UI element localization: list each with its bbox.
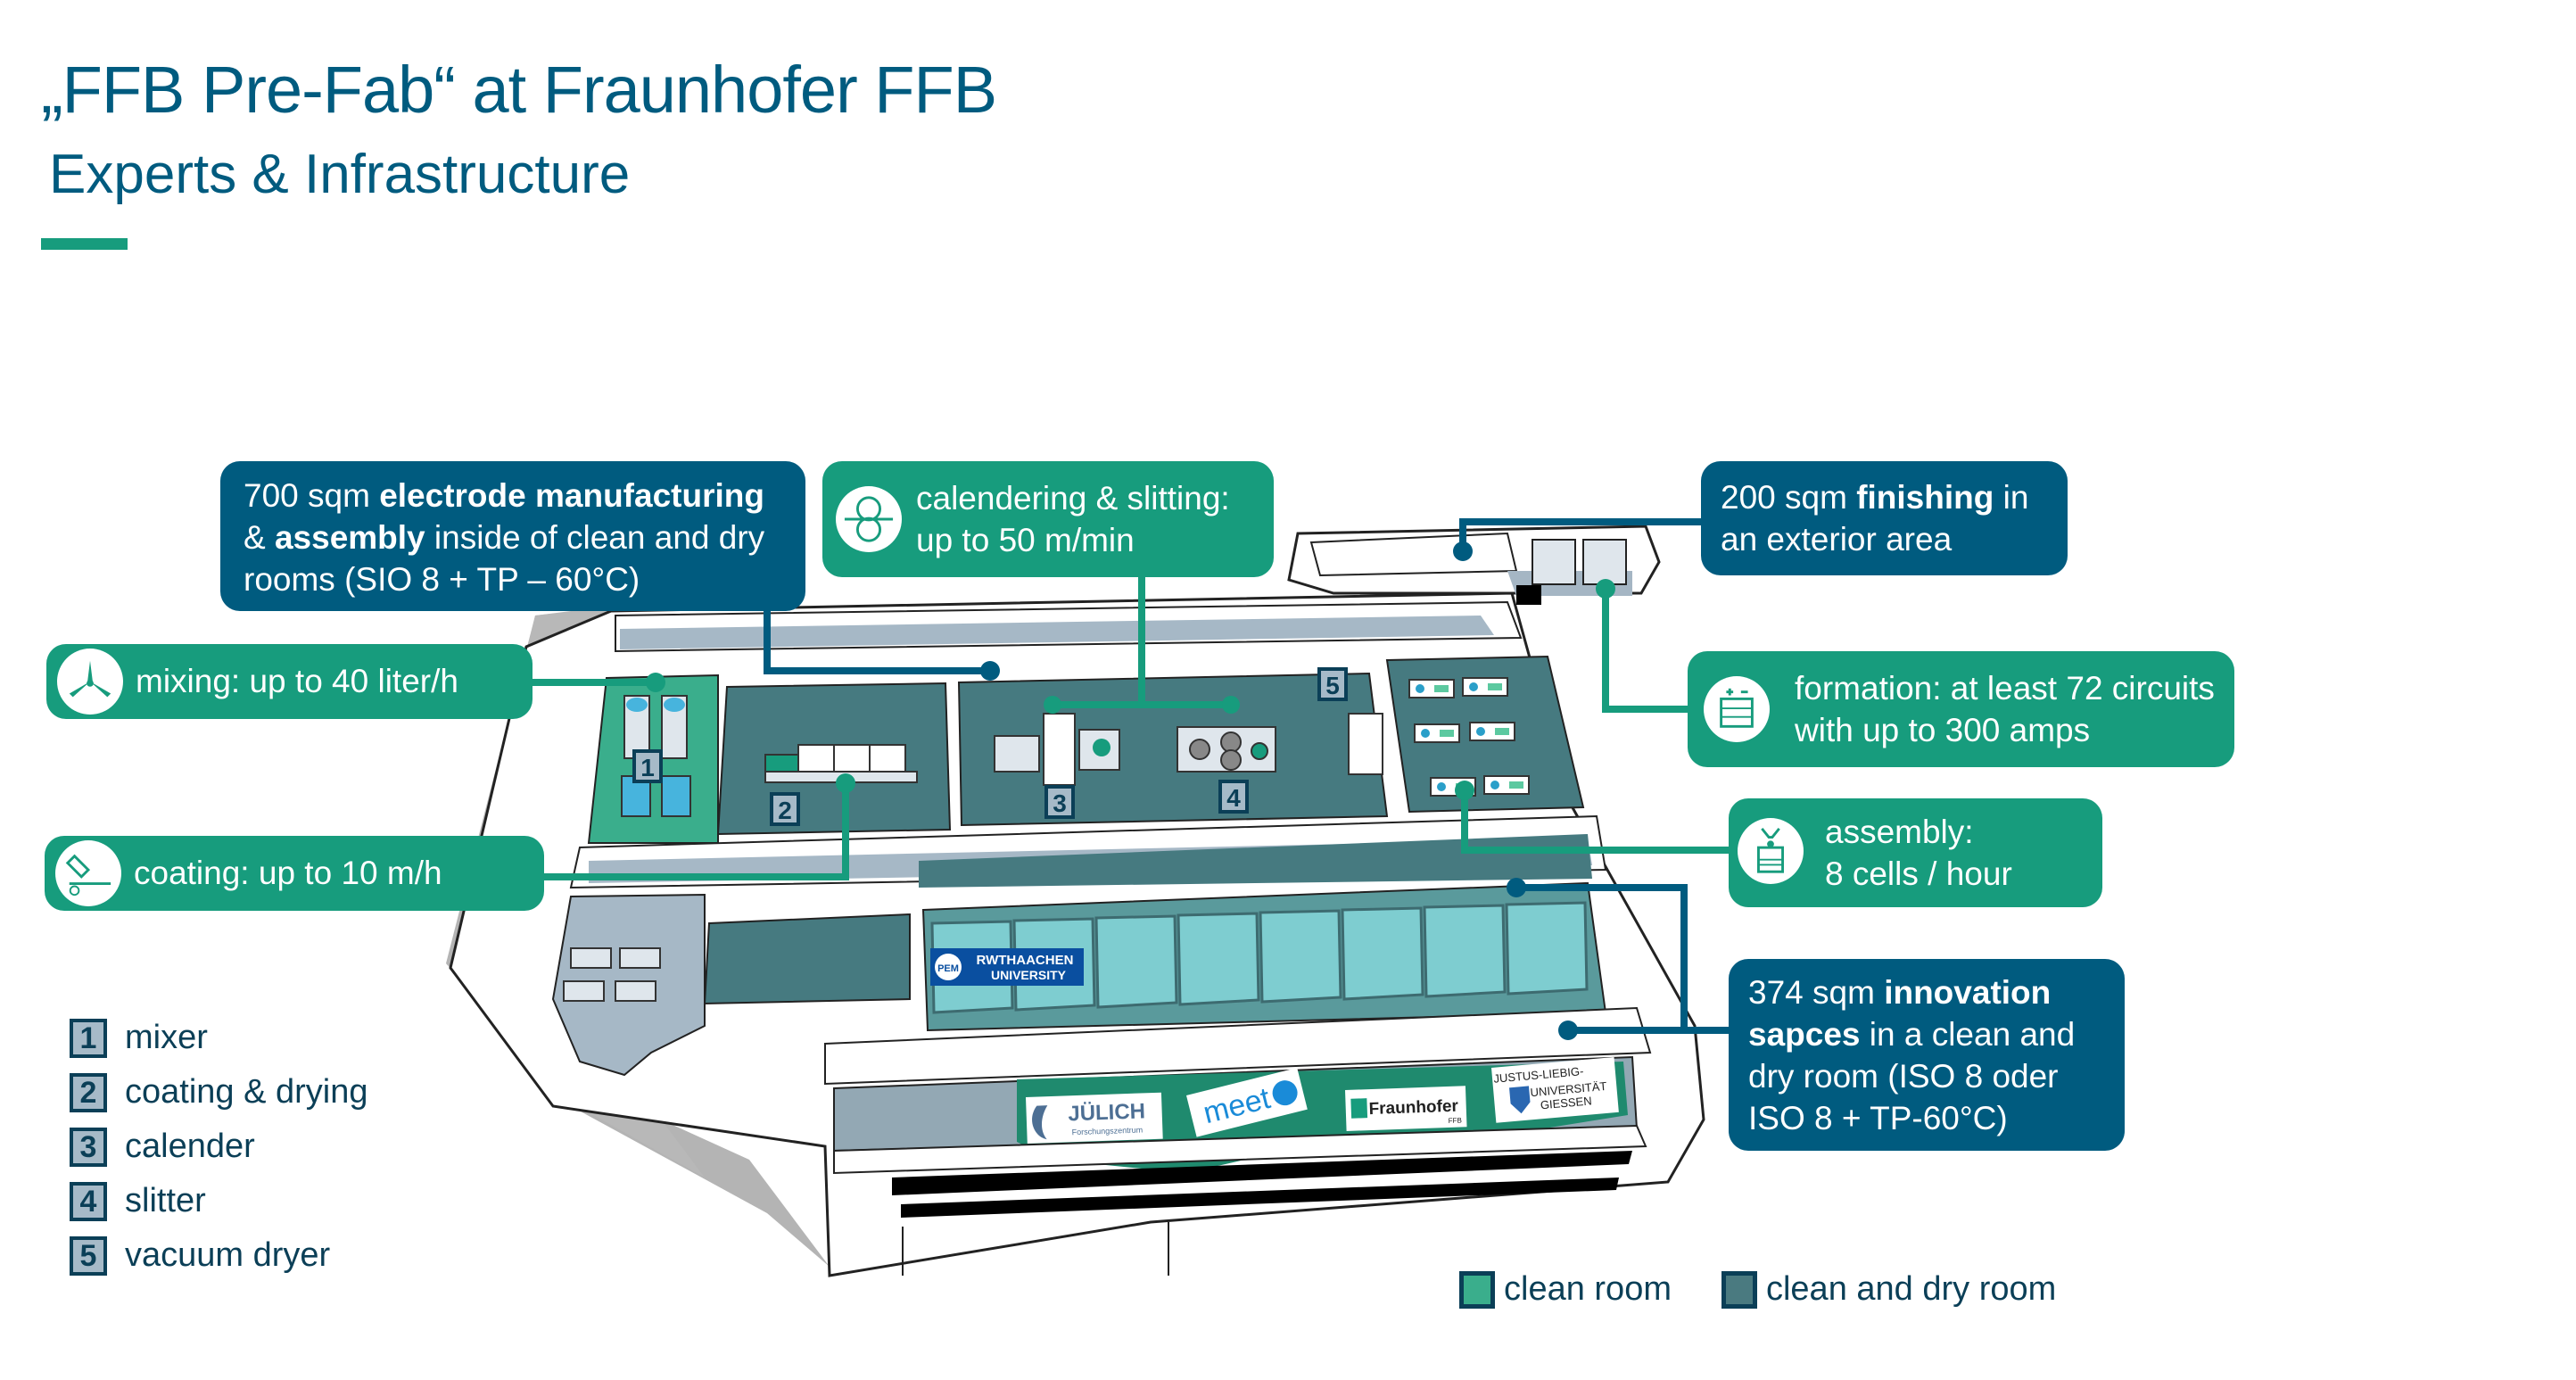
plan-marker-2: 2 [770, 792, 800, 826]
logo-juelich: JÜLICH Forschungszentrum [1026, 1092, 1163, 1144]
svg-text:UNIVERSITÄT: UNIVERSITÄT [1530, 1079, 1607, 1099]
leader-lines [533, 518, 1729, 1040]
callout-innovation-spaces: 374 sqm innovation sapces in a clean and… [1729, 959, 2125, 1151]
svg-text:Fraunhofer: Fraunhofer [1368, 1097, 1459, 1120]
cell-assembly-gripper-icon [1738, 818, 1804, 884]
number-badge: 4 [70, 1181, 107, 1221]
callout-electrode-manufacturing: 700 sqm electrode manufacturing & assemb… [220, 461, 805, 611]
assembly-desk [1414, 723, 1460, 743]
plan-marker-4: 4 [1218, 780, 1249, 814]
glass-panel [1423, 904, 1507, 998]
accent-bar [41, 238, 128, 250]
plan-marker-3: 3 [1044, 785, 1075, 819]
room-dry-lower [703, 913, 911, 1005]
svg-text:RWTHAACHEN: RWTHAACHEN [977, 953, 1074, 968]
lower-tables [563, 947, 661, 1002]
assembly-desk [1462, 677, 1508, 697]
plan-marker-5: 5 [1317, 667, 1348, 701]
svg-text:UNIVERSITY: UNIVERSITY [991, 968, 1067, 982]
slitter-machine [1177, 726, 1276, 773]
logo-rwth-pem: PEM RWTHAACHEN UNIVERSITY [930, 948, 1084, 986]
vacuum-dryer [1348, 713, 1383, 775]
number-badge: 1 [70, 1018, 107, 1058]
clean-dry-room-swatch [1721, 1270, 1757, 1309]
calender-rollers-icon [836, 486, 902, 552]
callout-formation: formation: at least 72 circuits with up … [1688, 651, 2234, 767]
svg-text:PEM: PEM [937, 963, 959, 974]
legend-item-slitter: 4 slitter [70, 1174, 368, 1228]
glass-panel [1505, 901, 1589, 996]
callout-finishing: 200 sqm finishing in an exterior area [1701, 461, 2068, 575]
svg-text:2: 2 [778, 797, 792, 824]
svg-text:Forschungszentrum: Forschungszentrum [1071, 1125, 1143, 1136]
calender-machine [994, 713, 1120, 786]
coating-nozzle-icon [55, 840, 121, 906]
svg-text:GIESSEN: GIESSEN [1540, 1094, 1592, 1111]
svg-text:3: 3 [1053, 789, 1067, 817]
assembly-desk [1483, 775, 1530, 795]
page-title: „FFB Pre-Fab“ at Fraunhofer FFB [41, 53, 997, 127]
number-badge: 3 [70, 1127, 107, 1167]
plan-marker-1: 1 [632, 749, 663, 783]
logo-giessen: JUSTUS-LIEBIG- UNIVERSITÄT GIESSEN [1491, 1056, 1619, 1123]
legend-item-coating-drying: 2 coating & drying [70, 1065, 368, 1120]
glass-panel [1094, 914, 1178, 1009]
equipment-legend: 1 mixer 2 coating & drying 3 calender 4 … [70, 1011, 368, 1283]
logo-fraunhofer-ffb: Fraunhofer FFB [1345, 1086, 1467, 1131]
callout-coating: coating: up to 10 m/h [45, 836, 544, 911]
svg-text:1: 1 [640, 754, 655, 781]
assembly-desk [1408, 679, 1455, 698]
glass-panels [930, 901, 1589, 1014]
assembly-desk [1469, 722, 1515, 741]
number-badge: 2 [70, 1072, 107, 1112]
legend-item-calender: 3 calender [70, 1120, 368, 1174]
glass-panel [1341, 906, 1424, 1001]
clean-room-swatch [1459, 1270, 1495, 1309]
svg-text:JÜLICH: JÜLICH [1068, 1099, 1146, 1126]
glass-panel [1177, 912, 1260, 1006]
glass-panel [1259, 909, 1342, 1004]
battery-icon [1704, 676, 1770, 742]
page-subtitle: Experts & Infrastructure [49, 144, 631, 205]
callout-assembly: assembly: 8 cells / hour [1729, 798, 2102, 907]
callout-calendering: calendering & slitting: up to 50 m/min [822, 461, 1274, 577]
legend-item-mixer: 1 mixer [70, 1011, 368, 1065]
number-badge: 5 [70, 1235, 107, 1276]
svg-text:4: 4 [1226, 784, 1241, 812]
svg-text:5: 5 [1325, 672, 1340, 699]
legend-item-vacuum-dryer: 5 vacuum dryer [70, 1228, 368, 1283]
svg-text:FFB: FFB [1449, 1116, 1462, 1125]
room-type-legend: clean room clean and dry room [1459, 1270, 2106, 1309]
callout-mixing: mixing: up to 40 liter/h [46, 644, 533, 719]
mixer-propeller-icon [57, 649, 123, 715]
exterior-finishing-area [1287, 525, 1661, 605]
